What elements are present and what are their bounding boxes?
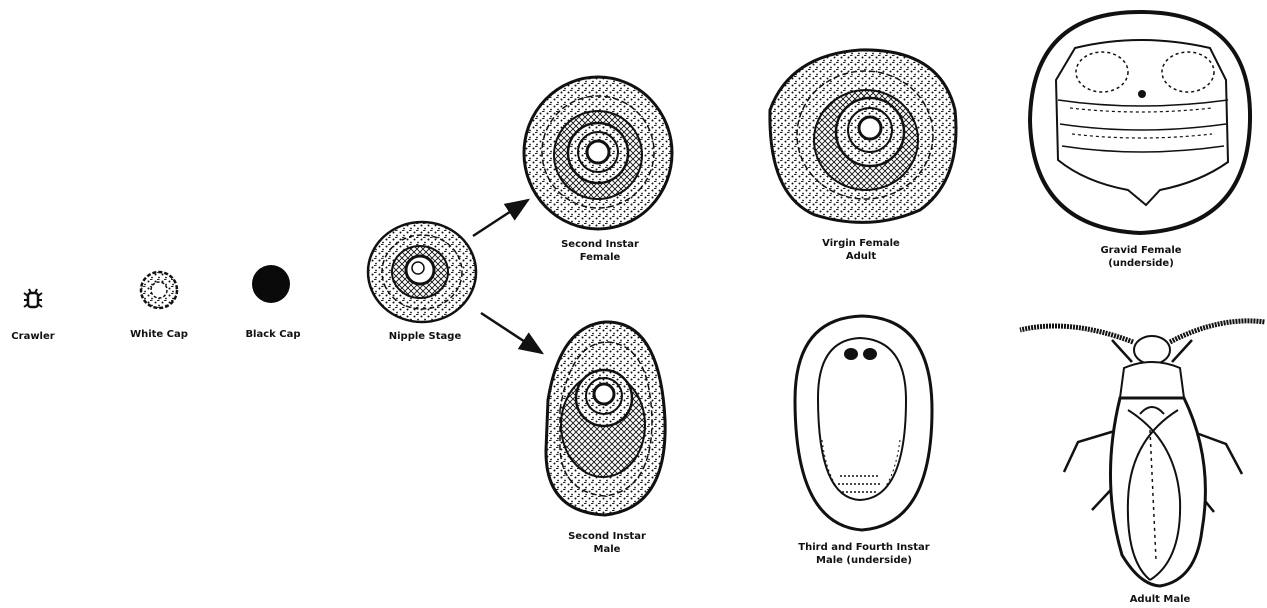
virgin-female-adult-label-line-2: Adult xyxy=(811,250,911,263)
second-instar-female-label-line-1: Second Instar xyxy=(550,238,650,251)
crawler-label: Crawler xyxy=(10,330,56,343)
black-cap-illustration xyxy=(252,265,290,303)
virgin-female-adult-label-line-1: Virgin Female xyxy=(811,237,911,250)
nipple-stage-illustration xyxy=(368,222,476,322)
arrow-to-female xyxy=(473,200,528,236)
virgin-female-adult-illustration xyxy=(770,50,956,222)
adult-male-label: Adult Male xyxy=(1120,593,1200,606)
second-instar-female-label-line-2: Female xyxy=(550,251,650,264)
gravid-female-illustration xyxy=(1030,12,1250,233)
third-fourth-instar-male-label: Third and Fourth Instar Male (underside) xyxy=(784,541,944,567)
gravid-female-label: Gravid Female (underside) xyxy=(1086,244,1196,270)
crawler-illustration xyxy=(24,289,42,307)
arrow-to-male xyxy=(481,313,542,353)
virgin-female-adult-label: Virgin Female Adult xyxy=(811,237,911,263)
third-fourth-instar-male-illustration xyxy=(795,316,932,530)
white-cap-illustration xyxy=(141,272,177,308)
second-instar-male-label-line-2: Male xyxy=(557,543,657,556)
white-cap-label: White Cap xyxy=(126,328,192,341)
second-instar-male-illustration xyxy=(546,322,665,515)
third-fourth-instar-male-label-line-1: Third and Fourth Instar xyxy=(784,541,944,554)
nipple-stage-label: Nipple Stage xyxy=(384,330,466,343)
second-instar-female-label: Second Instar Female xyxy=(550,238,650,264)
second-instar-female-illustration xyxy=(524,77,672,229)
black-cap-label: Black Cap xyxy=(241,328,305,341)
second-instar-male-label: Second Instar Male xyxy=(557,530,657,556)
adult-male-illustration xyxy=(1020,321,1265,586)
gravid-female-label-line-1: Gravid Female xyxy=(1086,244,1196,257)
second-instar-male-label-line-1: Second Instar xyxy=(557,530,657,543)
gravid-female-label-line-2: (underside) xyxy=(1086,257,1196,270)
third-fourth-instar-male-label-line-2: Male (underside) xyxy=(784,554,944,567)
